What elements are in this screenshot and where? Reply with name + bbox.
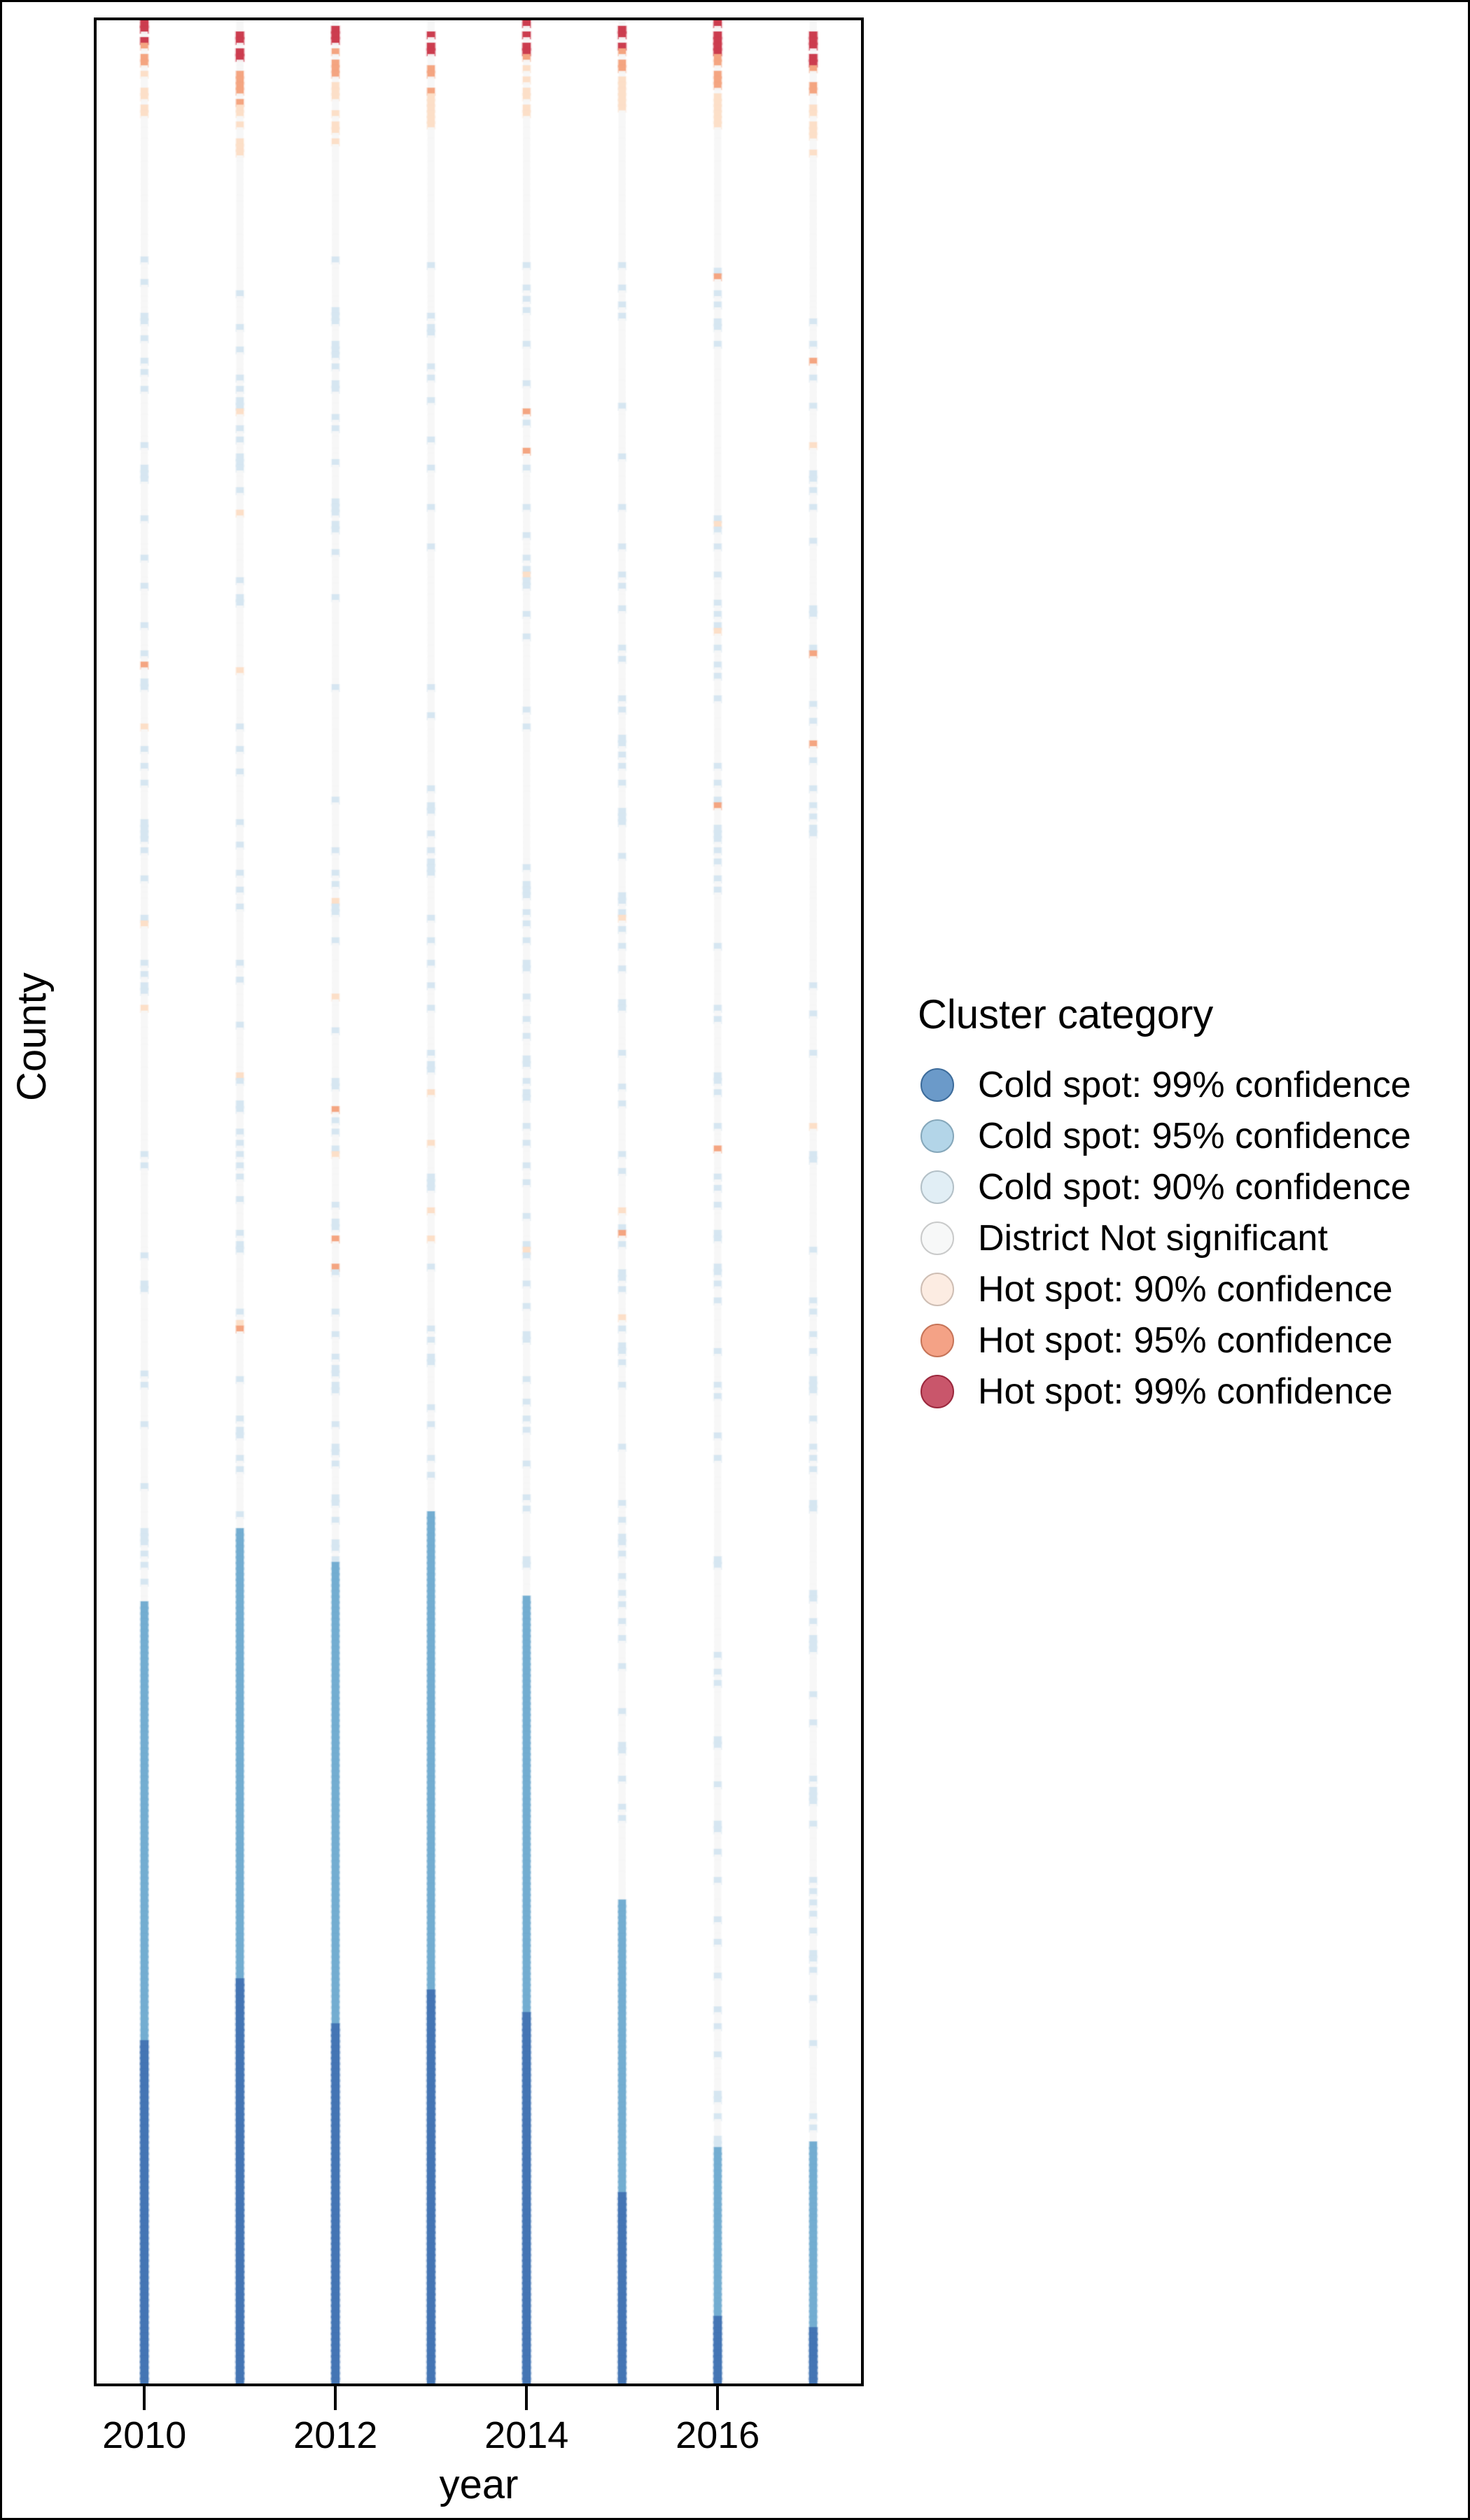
legend-item[interactable]: Hot spot: 95% confidence [918,1315,1450,1366]
legend-item[interactable]: Cold spot: 95% confidence [918,1110,1450,1161]
legend-swatch-circle-icon [920,1374,954,1408]
legend-swatch-circle-icon [920,1272,954,1306]
x-tick-label: 2014 [484,2414,569,2456]
legend-swatch-circle-icon [920,1068,954,1102]
x-tick-mark [716,2386,720,2410]
legend-item-label: Hot spot: 99% confidence [978,1371,1393,1412]
x-tick-mark [143,2386,146,2410]
legend-item-label: District Not significant [978,1217,1328,1259]
legend-item[interactable]: District Not significant [918,1212,1450,1264]
legend-swatch-circle-icon [920,1323,954,1357]
legend-title: Cluster category [918,992,1214,1037]
legend-item[interactable]: Hot spot: 99% confidence [918,1366,1450,1417]
legend-item-label: Cold spot: 95% confidence [978,1115,1411,1156]
x-tick-label: 2016 [676,2414,760,2456]
legend-item-label: Cold spot: 90% confidence [978,1166,1411,1208]
legend-item[interactable]: Hot spot: 90% confidence [918,1264,1450,1315]
x-tick-mark [525,2386,528,2410]
x-tick-label: 2010 [102,2414,187,2456]
plot-panel [94,18,864,2386]
plot-area [94,18,864,2386]
y-axis-title: County [9,972,55,1101]
legend-swatch-circle-icon [920,1221,954,1255]
x-axis-tick-labels: 2010 2012 2014 2016 [94,2413,864,2462]
x-axis-title: year [439,2462,519,2507]
legend-swatch-circle-icon [920,1119,954,1153]
legend: Cluster category Cold spot: 99% confiden… [918,990,1450,1417]
legend-swatch-circle-icon [920,1170,954,1204]
x-tick-label: 2012 [293,2414,378,2456]
x-axis-ticks [94,2386,864,2410]
x-tick-mark [334,2386,337,2410]
legend-item-label: Cold spot: 99% confidence [978,1064,1411,1105]
legend-item-label: Hot spot: 95% confidence [978,1320,1393,1361]
legend-item[interactable]: Cold spot: 99% confidence [918,1059,1450,1110]
legend-item[interactable]: Cold spot: 90% confidence [918,1161,1450,1212]
legend-item-label: Hot spot: 90% confidence [978,1268,1393,1310]
cluster-strip-plot [97,20,861,2384]
